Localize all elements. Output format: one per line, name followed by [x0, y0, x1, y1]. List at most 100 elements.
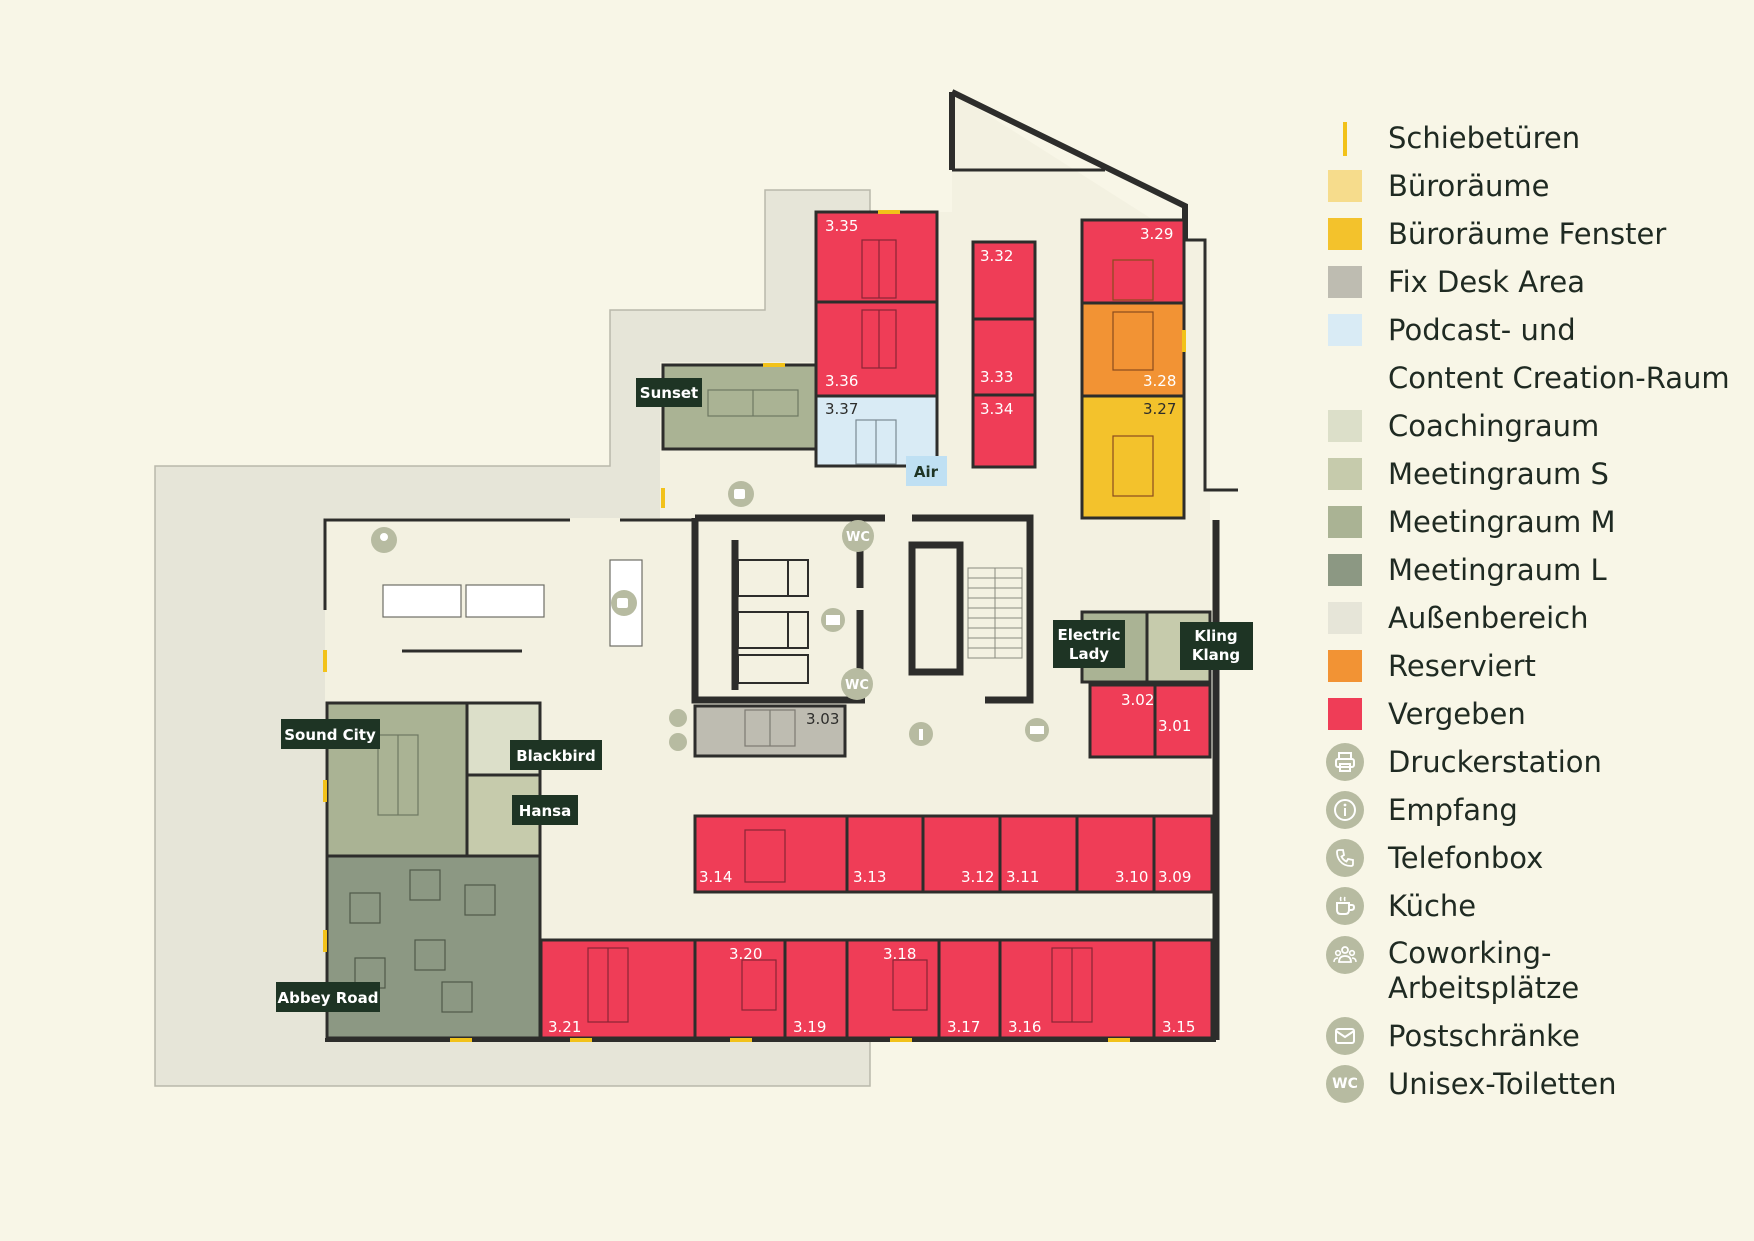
legend-item-empfang: Empfang — [1322, 790, 1518, 830]
legend-item-postschraenke: Postschränke — [1322, 1016, 1580, 1056]
legend-item-meeting-l: Meetingraum L — [1322, 550, 1607, 590]
tag-abbey-road[interactable]: Abbey Road — [276, 982, 380, 1012]
room-number-3-18: 3.18 — [883, 945, 916, 963]
svg-text:Sunset: Sunset — [640, 384, 698, 402]
svg-text:Lady: Lady — [1069, 645, 1109, 663]
swatch-meeting-l-icon — [1328, 554, 1362, 586]
legend-item-coaching: Coachingraum — [1322, 406, 1599, 446]
room-3-29[interactable] — [1080, 218, 1186, 305]
legend-label: Reserviert — [1388, 649, 1536, 683]
swatch-fix-desk-icon — [1328, 266, 1362, 298]
mail-icon — [821, 608, 845, 632]
legend-label: Meetingraum L — [1388, 553, 1607, 587]
tag-sunset[interactable]: Sunset — [636, 378, 702, 407]
room-number-3-27: 3.27 — [1143, 400, 1176, 418]
room-3-02[interactable] — [1088, 683, 1157, 759]
legend-label: Außenbereich — [1388, 601, 1589, 635]
legend-label: Büroräume Fenster — [1388, 217, 1667, 251]
wc-icon: WC — [1326, 1065, 1364, 1103]
sound-city-table — [377, 734, 419, 816]
swatch-spacer — [1328, 362, 1362, 394]
printer-icon — [1326, 743, 1364, 781]
coworking-wall — [323, 518, 695, 610]
room-number-3-19: 3.19 — [793, 1018, 826, 1036]
legend-item-meeting-m: Meetingraum M — [1322, 502, 1615, 542]
room-3-34[interactable] — [971, 393, 1037, 469]
coffee-cup-icon — [1326, 887, 1364, 925]
tag-hansa[interactable]: Hansa — [512, 795, 578, 825]
room-3-11[interactable] — [998, 814, 1079, 894]
svg-text:Klang: Klang — [1192, 646, 1240, 664]
room-3-36[interactable] — [814, 300, 939, 398]
legend-label: Content Creation-Raum — [1388, 361, 1730, 395]
room-3-10[interactable] — [1075, 814, 1156, 894]
legend-label: Postschränke — [1388, 1019, 1580, 1053]
room-number-3-33: 3.33 — [980, 368, 1013, 386]
room-number-3-10: 3.10 — [1115, 868, 1148, 886]
swatch-outdoor-icon — [1328, 602, 1362, 634]
wc-badge-lower: WC — [841, 668, 873, 700]
swatch-bueroraeume-icon — [1328, 170, 1362, 202]
tag-kling-klang[interactable]: Kling Klang — [1180, 622, 1253, 670]
legend-item-fix-desk: Fix Desk Area — [1322, 262, 1585, 302]
legend-item-meeting-s: Meetingraum S — [1322, 454, 1609, 494]
fix-desk-furniture — [744, 709, 796, 747]
legend-item-telefonbox: Telefonbox — [1322, 838, 1543, 878]
room-3-27[interactable] — [1080, 394, 1186, 520]
room-number-3-35: 3.35 — [825, 217, 858, 235]
staircase — [967, 567, 1023, 659]
room-number-3-15: 3.15 — [1162, 1018, 1195, 1036]
svg-text:Kling: Kling — [1194, 627, 1237, 645]
swatch-meeting-s-icon — [1328, 458, 1362, 490]
svg-text:Air: Air — [914, 463, 939, 481]
phone-icon — [1326, 839, 1364, 877]
room-3-33[interactable] — [971, 317, 1037, 397]
legend-label: Coworking-Arbeitsplätze — [1388, 936, 1580, 1005]
legend-label: Coachingraum — [1388, 409, 1600, 443]
swatch-bueroraeume-fenster-icon — [1328, 218, 1362, 250]
phone-icon — [669, 709, 687, 751]
tag-electric-lady[interactable]: Electric Lady — [1053, 620, 1125, 668]
swatch-meeting-m-icon — [1328, 506, 1362, 538]
swatch-coaching-icon — [1328, 410, 1362, 442]
room-3-09[interactable] — [1152, 814, 1214, 894]
tag-blackbird[interactable]: Blackbird — [510, 740, 602, 770]
legend-item-kueche: Küche — [1322, 886, 1476, 926]
kitchen-icon — [611, 590, 637, 616]
toilet-cubicles — [737, 559, 809, 684]
room-3-01[interactable] — [1153, 683, 1212, 759]
swatch-reserviert-icon — [1328, 650, 1362, 682]
room-number-3-37: 3.37 — [825, 400, 858, 418]
room-number-3-34: 3.34 — [980, 400, 1013, 418]
room-3-12[interactable] — [921, 814, 1002, 894]
sliding-door-icon — [1328, 122, 1362, 156]
tag-air[interactable]: Air — [906, 456, 947, 486]
room-3-19[interactable] — [783, 938, 849, 1040]
room-3-20[interactable] — [693, 938, 787, 1040]
sunset-table — [707, 389, 799, 417]
legend-item-content-creation: Content Creation-Raum — [1322, 358, 1730, 398]
room-3-14[interactable] — [693, 814, 849, 894]
tag-sound-city[interactable]: Sound City — [281, 719, 380, 749]
legend-label: Meetingraum S — [1388, 457, 1609, 491]
legend-label: Unisex-Toiletten — [1388, 1067, 1617, 1101]
room-number-3-09: 3.09 — [1158, 868, 1191, 886]
people-icon — [1326, 936, 1364, 974]
legend-item-coworking: Coworking-Arbeitsplätze — [1322, 936, 1588, 1010]
svg-text:Hansa: Hansa — [519, 802, 571, 820]
legend-label: Vergeben — [1388, 697, 1526, 731]
room-number-3-13: 3.13 — [853, 868, 886, 886]
room-number-3-02: 3.02 — [1121, 691, 1154, 709]
legend-label: Küche — [1388, 889, 1477, 923]
svg-text:Abbey Road: Abbey Road — [278, 989, 379, 1007]
room-number-3-36: 3.36 — [825, 372, 858, 390]
room-3-32[interactable] — [971, 240, 1037, 321]
info-icon — [1326, 791, 1364, 829]
room-3-15[interactable] — [1152, 938, 1214, 1040]
desk-group — [587, 829, 1093, 1023]
svg-text:Blackbird: Blackbird — [516, 747, 596, 765]
outer-wall-east — [1185, 238, 1238, 492]
legend-label: Telefonbox — [1388, 841, 1544, 875]
svg-text:WC: WC — [845, 678, 869, 693]
legend-item-reserviert: Reserviert — [1322, 646, 1536, 686]
